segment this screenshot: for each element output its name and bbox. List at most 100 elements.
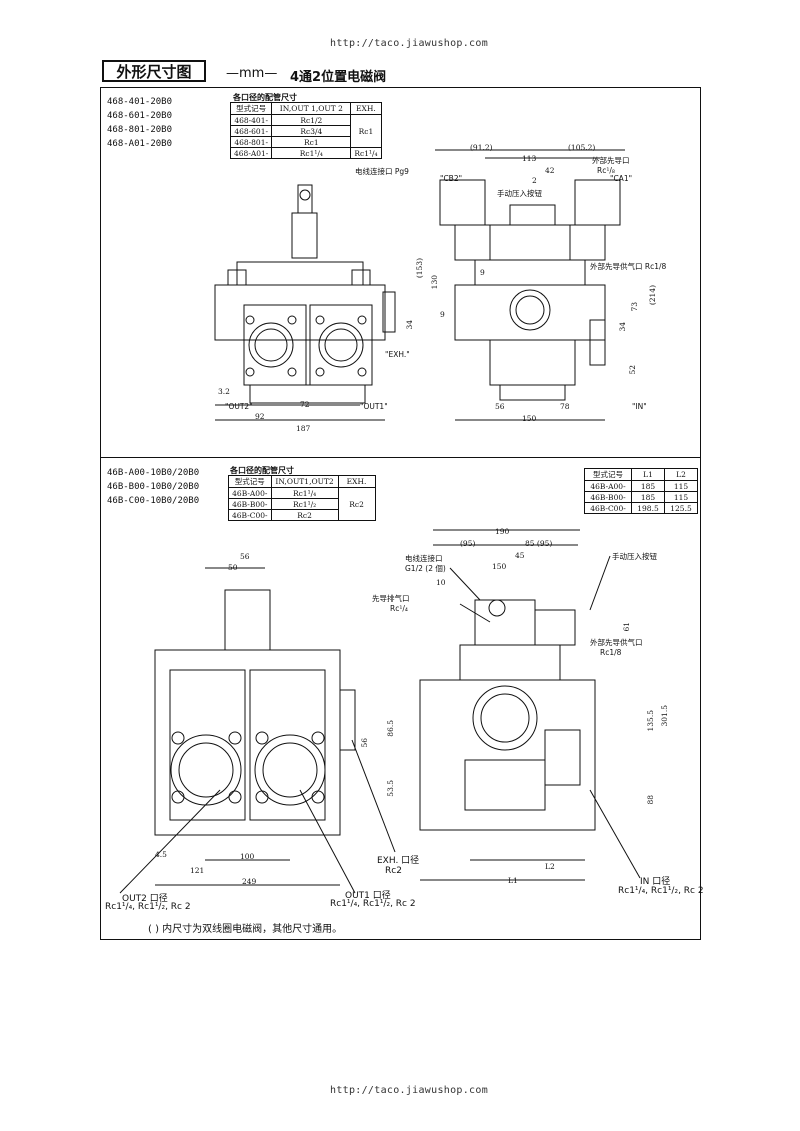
model: 468-601-20B0 (107, 111, 173, 121)
ext-supply-size-2: Rc1/8 (600, 648, 622, 657)
model: 468-801-20B0 (107, 125, 173, 135)
dim: 85 (95) (525, 539, 553, 548)
dim: (95) (460, 539, 476, 548)
cell: Rc3/4 (271, 125, 352, 137)
dim: 249 (242, 877, 257, 886)
dim: 52 (628, 365, 637, 375)
url-bottom[interactable]: http://taco.jiawushop.com (330, 1085, 489, 1096)
dim: 150 (492, 562, 507, 571)
dim: (91.2) (470, 143, 493, 152)
cell: 46B-A00- (584, 480, 632, 492)
ca1-label: "CA1" (610, 174, 633, 183)
cell: Rc1 (271, 136, 352, 148)
ext-supply-label: 外部先导供气口 Rc1/8 (590, 262, 667, 271)
cell: 185 (631, 491, 665, 503)
cell: Rc1¹/₂ (270, 498, 339, 510)
dim: 56 (240, 552, 250, 561)
dim: (105.2) (568, 143, 596, 152)
dim: 121 (190, 866, 205, 875)
section2-table-caption: 各口径的配管尺寸 (230, 466, 294, 475)
ext-pilot-size: Rc¹/₈ (597, 166, 615, 175)
cell: Rc1¹/₄ (270, 487, 339, 499)
dim: 45 (515, 551, 525, 560)
th: 型式记号 (228, 475, 272, 488)
valve2-side-view (419, 529, 596, 881)
section1-models: 468-401-20B0 468-601-20B0 468-801-20B0 4… (107, 95, 172, 151)
cell: 125.5 (664, 502, 698, 514)
dim: 34 (405, 320, 414, 330)
cell: 46B-C00- (228, 509, 272, 521)
out1-size-2: Rc1¹/₄, Rc1¹/₂, Rc 2 (330, 899, 416, 909)
cell: Rc2 (337, 487, 376, 521)
model: 46B-C00-10B0/20B0 (107, 496, 200, 506)
dim: 190 (495, 527, 510, 536)
dim: 150 (522, 414, 537, 423)
dim: 3.2 (218, 387, 230, 396)
dim: 9 (440, 310, 445, 319)
dim: 34 (618, 322, 627, 332)
dim: 72 (300, 400, 310, 409)
ext-supply-label-2: 外部先导供气口 (590, 638, 643, 647)
out1-label: "OUT1" (360, 402, 388, 411)
th: IN,OUT 1,OUT 2 (271, 102, 352, 115)
manual-button-label: 手动压入按钮 (497, 189, 542, 198)
th: EXH. (350, 102, 382, 115)
dim: 10 (436, 578, 446, 587)
out2-size-2: Rc1¹/₄, Rc1¹/₂, Rc 2 (105, 902, 191, 912)
dim: 100 (240, 852, 255, 861)
dim: 86.5 (386, 720, 395, 737)
drawing-frame (100, 87, 701, 940)
dim: 50 (228, 563, 238, 572)
model: 46B-B00-10B0/20B0 (107, 482, 200, 492)
footnote: ( ) 内尺寸为双线圈电磁阀，其他尺寸通用。 (148, 924, 343, 935)
exh-label-2: EXH. 口径 (377, 856, 420, 866)
model: 468-A01-20B0 (107, 139, 173, 149)
cell: 468-401- (229, 114, 273, 126)
pilot-exh-label: 先导排气口 (372, 594, 410, 603)
cell: Rc1 (350, 114, 382, 148)
th: L2 (664, 468, 698, 481)
cell: 198.5 (631, 502, 665, 514)
section-divider (100, 457, 701, 458)
cell: 46B-C00- (584, 502, 632, 514)
model: 468-401-20B0 (107, 97, 173, 107)
cell: 468-801- (229, 136, 273, 148)
model: 46B-A00-10B0/20B0 (107, 468, 200, 478)
th: EXH. (337, 475, 376, 488)
dim: 301.5 (660, 705, 669, 727)
cell: Rc2 (270, 509, 339, 521)
dim: 135.5 (646, 710, 655, 732)
cable-size-label-2: G1/2 (2 個) (405, 564, 446, 573)
dim: 56 (360, 738, 369, 748)
dim: 88 (646, 795, 655, 805)
ext-pilot-label: 外部先导口 (592, 156, 630, 165)
dim: 53.5 (386, 780, 395, 797)
dim: 130 (430, 275, 439, 290)
valve2-front-view (154, 567, 356, 886)
section1-table-caption: 各口径的配管尺寸 (233, 93, 297, 102)
dim: (153) (415, 258, 424, 279)
dim: 92 (255, 412, 265, 421)
dim: L1 (508, 876, 518, 885)
cell: 46B-B00- (584, 491, 632, 503)
cell: Rc1¹/₄ (350, 147, 382, 159)
dim: 73 (630, 302, 639, 312)
page-title: 4通2位置电磁阀 (290, 70, 387, 85)
cell: 46B-B00- (228, 498, 272, 510)
cb2-label: "CB2" (440, 174, 463, 183)
dim: 187 (296, 424, 311, 433)
in-size-2: Rc1¹/₄, Rc1¹/₂, Rc 2 (618, 886, 704, 896)
unit-label: —mm— (226, 66, 278, 81)
section2-models: 46B-A00-10B0/20B0 46B-B00-10B0/20B0 46B-… (107, 466, 199, 508)
dim: 2 (532, 176, 537, 185)
dim: 78 (560, 402, 570, 411)
url-top[interactable]: http://taco.jiawushop.com (330, 38, 489, 49)
exh-size-2: Rc2 (385, 866, 402, 876)
cell: 115 (664, 491, 698, 503)
dim: (214) (648, 285, 657, 306)
cell: 115 (664, 480, 698, 492)
